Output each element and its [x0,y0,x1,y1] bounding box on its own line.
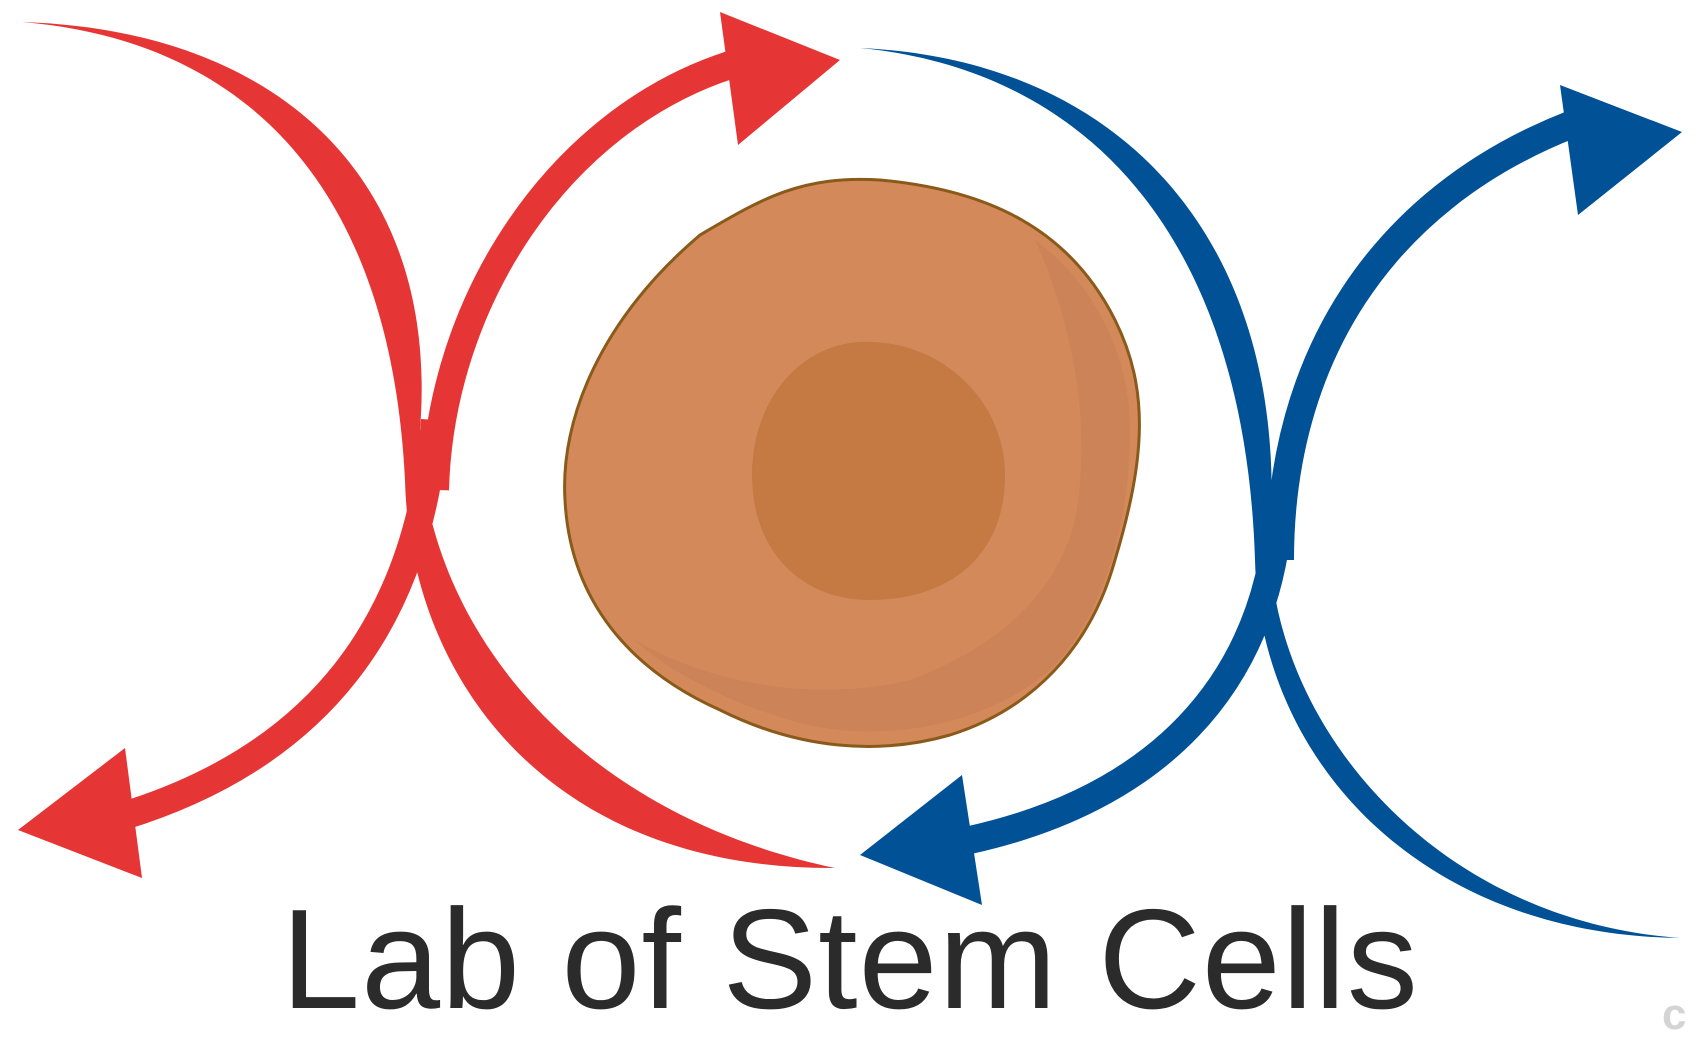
blue-thick-arc-lower [966,499,1294,854]
blue-arrowhead-lower [860,775,982,905]
blue-curved-arrow-icon [860,48,1682,938]
blue-arrowhead-upper [1560,85,1682,215]
cell-shade [635,240,1130,732]
cell-nucleus [752,341,1005,600]
stem-cell-icon [563,177,1141,748]
corner-mark: c [1662,990,1687,1039]
red-arrowhead-lower [18,748,142,878]
lab-name: Lab of Stem Cells [281,880,1419,1039]
red-thick-arc-upper [421,51,735,491]
red-curved-arrow-icon [18,12,840,878]
red-arrowhead-upper [720,12,840,145]
red-thick-arc-lower [106,418,449,834]
blue-thick-arc-upper [1266,111,1576,561]
